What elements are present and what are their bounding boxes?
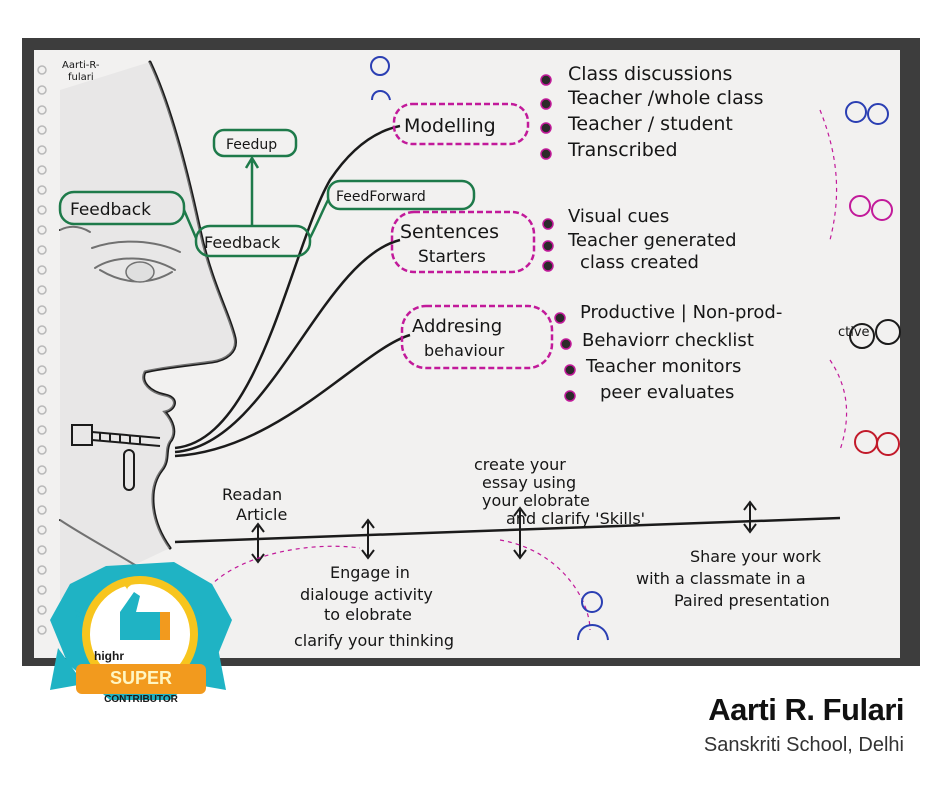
read-article-line2: Article — [236, 505, 287, 524]
sentence-item: class created — [580, 252, 699, 273]
engage-line3: to elobrate — [324, 605, 412, 624]
share-line2: with a classmate in a — [636, 569, 806, 588]
behaviour-bullets — [554, 312, 576, 402]
engage-line2: dialouge activity — [300, 585, 433, 604]
author-tag-line1: Aarti-R- — [62, 60, 100, 71]
feedforward-box — [326, 179, 476, 211]
share-line3: Paired presentation — [674, 591, 830, 610]
create-essay-line4: and clarify 'Skills' — [506, 509, 645, 528]
paper-plane-icon: ➤ — [194, 607, 204, 621]
badge-title: SUPER — [110, 668, 172, 688]
sentences-label: Sentences — [400, 221, 499, 243]
modelling-item: Teacher /whole class — [567, 87, 764, 109]
timeline-arrows — [251, 500, 757, 564]
feedback-left-label: Feedback — [70, 200, 151, 220]
author-tag-line2: fulari — [68, 72, 94, 83]
modelling-item: Transcribed — [567, 139, 678, 161]
zipper-drawing — [71, 424, 161, 491]
addressing-cloud — [400, 304, 554, 370]
modelling-item: Class discussions — [568, 63, 732, 85]
spiral-binding — [37, 65, 47, 635]
share-line1: Share your work — [690, 547, 822, 566]
sparkle-icon: ✦ — [122, 579, 132, 593]
addressing-label: Addresing — [412, 316, 502, 337]
modelling-cloud — [392, 102, 530, 146]
paper-plane-icon: ➤ — [74, 607, 84, 621]
create-essay-line3: your elobrate — [482, 491, 590, 510]
behaviour-item: Behaviorr checklist — [582, 330, 754, 351]
behaviour-item: peer evaluates — [600, 382, 734, 403]
modelling-item: Teacher / student — [567, 113, 733, 135]
sentences-cloud — [390, 210, 536, 274]
feedforward-label: FeedForward — [336, 189, 426, 205]
credit-school: Sanskriti School, Delhi — [703, 734, 904, 756]
feedback-left-box — [58, 190, 186, 226]
person-doodles — [370, 56, 901, 641]
credit-name: Aarti R. Fulari — [708, 692, 904, 727]
read-article-line1: Readan — [222, 485, 282, 504]
sentence-item: Visual cues — [568, 206, 669, 227]
magenta-clouds — [390, 102, 554, 370]
sketch-paper — [34, 50, 900, 658]
badge-brand: highr — [94, 649, 124, 663]
sentence-bullets — [542, 218, 554, 272]
behaviour-label: behaviour — [424, 341, 505, 360]
starters-label: Starters — [418, 247, 486, 267]
behaviour-item: Teacher monitors — [585, 356, 741, 377]
modelling-bullets — [540, 74, 552, 160]
engage-line1: Engage in — [330, 563, 410, 582]
super-contributor-badge: highr SUPER CONTRIBUTOR ✦ ➤ ➤ — [50, 562, 232, 705]
badge-subtitle: CONTRIBUTOR — [104, 694, 178, 705]
feedback-center-label: Feedback — [204, 233, 281, 252]
feedback-structure — [58, 128, 476, 258]
behaviour-item: ctive — [838, 325, 870, 340]
engage-line4: clarify your thinking — [294, 631, 454, 650]
sentence-item: Teacher generated — [567, 230, 737, 251]
create-essay-line2: essay using — [482, 473, 576, 492]
feedup-label: Feedup — [226, 137, 277, 153]
feedup-box — [212, 128, 298, 158]
behaviour-item: Productive | Non-prod- — [580, 302, 782, 323]
create-essay-line1: create your — [474, 455, 566, 474]
face-shading — [60, 62, 236, 600]
modelling-label: Modelling — [404, 115, 496, 137]
branch-lines — [174, 124, 841, 544]
